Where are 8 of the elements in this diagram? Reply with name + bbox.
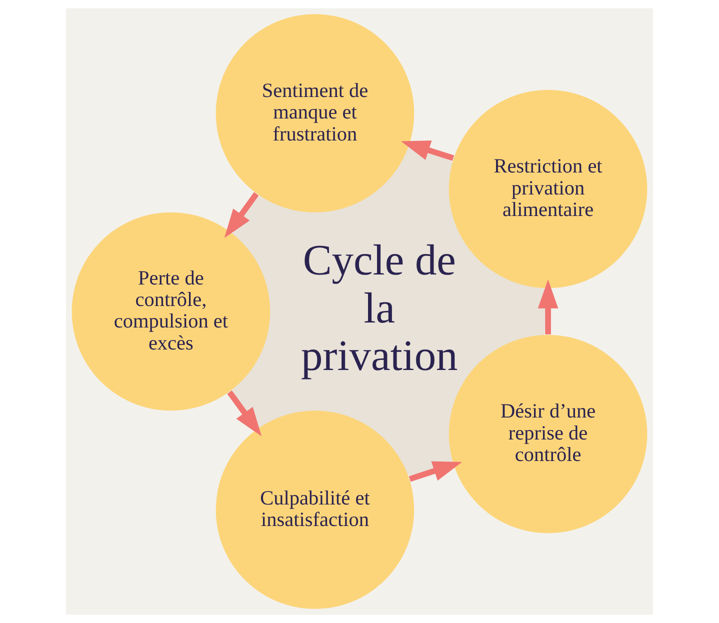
arrow	[227, 390, 262, 436]
node-circle: Perte de contrôle, compulsion et excès	[72, 212, 270, 411]
arrow	[224, 192, 259, 238]
arrow	[401, 140, 454, 161]
arrow	[538, 279, 558, 334]
node-circle: Culpabilité et insatisfaction	[216, 410, 414, 609]
arrow	[408, 461, 462, 482]
node-circle: Sentiment de manque et frustration	[216, 14, 414, 212]
